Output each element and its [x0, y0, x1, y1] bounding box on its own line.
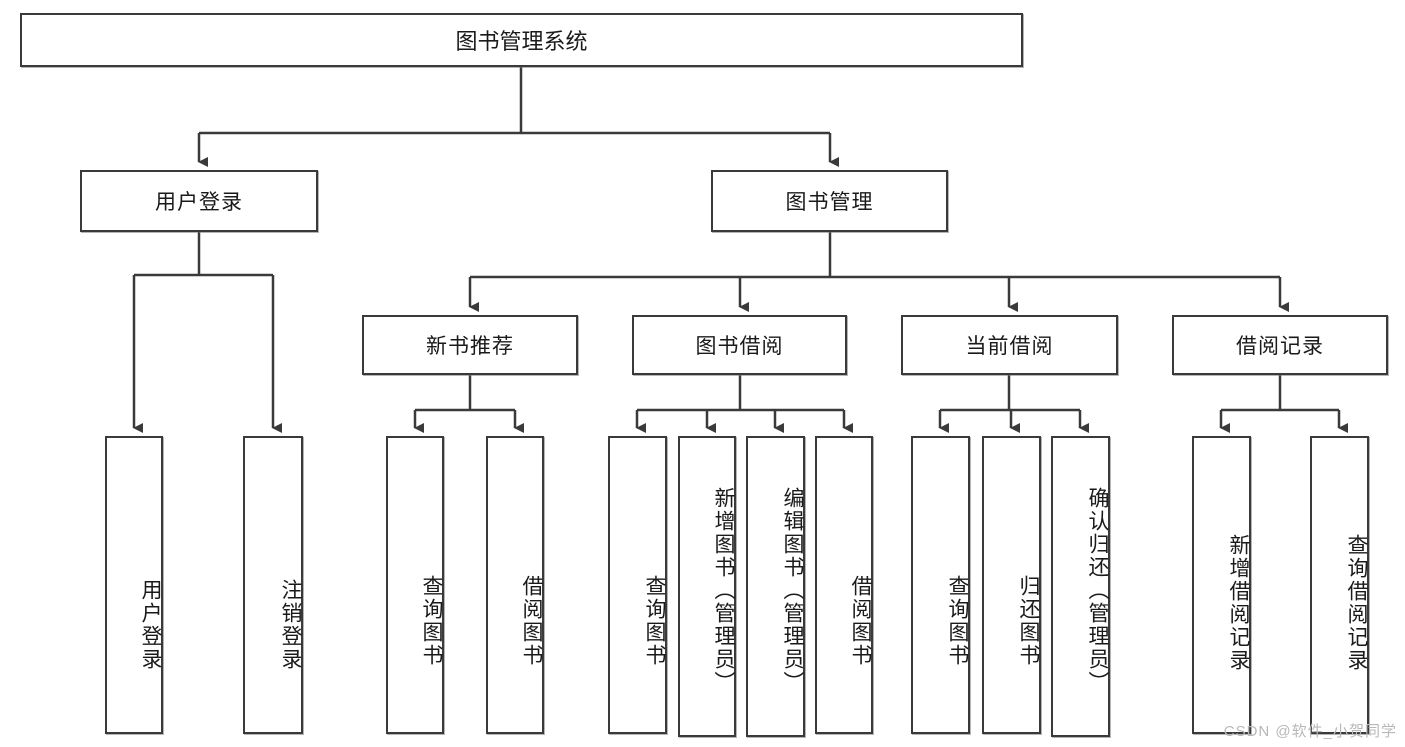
node-user-login-label: 用户登录 [155, 191, 243, 214]
node-query-book-current-label: 查询图书 [946, 575, 969, 667]
node-edit-book-admin-label: 编辑图书（管理员） [781, 487, 804, 694]
node-confirm-return-admin[interactable]: 确认归还（管理员） [1051, 436, 1110, 737]
node-add-book-admin-label: 新增图书（管理员） [712, 487, 735, 694]
node-query-book-borrow[interactable]: 查询图书 [608, 436, 667, 734]
node-borrow-book-label: 借阅图书 [849, 575, 872, 667]
node-book-management-label: 图书管理 [785, 191, 874, 214]
node-add-borrow-record-label: 新增借阅记录 [1227, 534, 1250, 672]
node-query-book-recommend-label: 查询图书 [420, 575, 443, 667]
node-query-borrow-record-label: 查询借阅记录 [1345, 534, 1368, 672]
node-book-borrow-label: 图书借阅 [695, 335, 784, 358]
node-new-book-recommend[interactable]: 新书推荐 [362, 315, 578, 375]
node-borrow-record[interactable]: 借阅记录 [1172, 315, 1388, 375]
node-query-borrow-record[interactable]: 查询借阅记录 [1310, 436, 1369, 734]
node-add-borrow-record[interactable]: 新增借阅记录 [1192, 436, 1251, 734]
node-query-book-borrow-label: 查询图书 [643, 575, 666, 667]
node-root[interactable]: 图书管理系统 [20, 13, 1023, 67]
node-user-login[interactable]: 用户登录 [80, 170, 318, 232]
node-query-book-current[interactable]: 查询图书 [911, 436, 970, 734]
node-current-borrow[interactable]: 当前借阅 [901, 315, 1118, 375]
node-return-book[interactable]: 归还图书 [982, 436, 1041, 734]
node-logout-leaf-label: 注销登录 [279, 579, 302, 671]
node-borrow-book[interactable]: 借阅图书 [815, 436, 873, 734]
node-query-book-recommend[interactable]: 查询图书 [386, 436, 444, 734]
node-borrow-book-recommend[interactable]: 借阅图书 [486, 436, 544, 734]
node-logout-leaf[interactable]: 注销登录 [243, 436, 303, 734]
node-book-management[interactable]: 图书管理 [711, 170, 948, 232]
node-add-book-admin[interactable]: 新增图书（管理员） [678, 436, 736, 737]
watermark: CSDN @软件_小贺同学 [1223, 723, 1397, 740]
node-user-login-leaf[interactable]: 用户登录 [105, 436, 163, 734]
node-borrow-record-label: 借阅记录 [1236, 335, 1324, 358]
node-book-borrow[interactable]: 图书借阅 [632, 315, 847, 375]
node-borrow-book-recommend-label: 借阅图书 [520, 575, 543, 667]
node-confirm-return-admin-label: 确认归还（管理员） [1086, 487, 1109, 694]
node-return-book-label: 归还图书 [1017, 575, 1040, 667]
node-root-label: 图书管理系统 [455, 29, 588, 54]
node-new-book-recommend-label: 新书推荐 [426, 335, 514, 358]
node-user-login-leaf-label: 用户登录 [139, 579, 162, 671]
node-current-borrow-label: 当前借阅 [965, 335, 1054, 358]
node-edit-book-admin[interactable]: 编辑图书（管理员） [746, 436, 805, 737]
